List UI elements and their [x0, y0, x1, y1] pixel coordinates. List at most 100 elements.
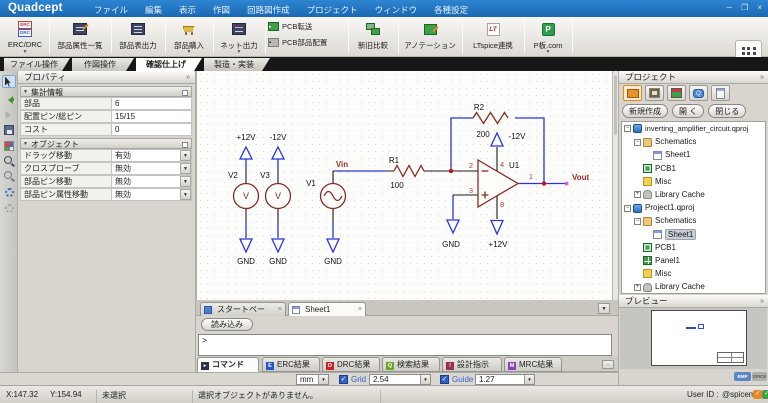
dropdown-caret-icon[interactable]	[167, 49, 211, 55]
tab-draw-operations[interactable]: 作図操作	[72, 58, 134, 71]
tab-mrc-results[interactable]: M MRC結果	[504, 357, 562, 372]
collapse-node-icon[interactable]	[624, 125, 631, 133]
menu-project[interactable]: プロジェクト	[306, 5, 358, 15]
collapse-chevron-icon[interactable]: »	[186, 74, 190, 81]
guide-checkbox[interactable]	[440, 375, 449, 384]
power-down-arrow-icon[interactable]	[489, 219, 505, 236]
dropdown-caret-icon[interactable]	[180, 150, 191, 161]
compare-old-new-button[interactable]: 新旧比較	[350, 18, 396, 56]
schematic-canvas[interactable]: +12V -12V GND GND GND GND +12V -12V V2 V…	[196, 71, 612, 300]
tree-row[interactable]: PCB1	[622, 241, 765, 254]
objects-section-header[interactable]: オブジェクト	[20, 138, 192, 150]
menu-settings[interactable]: 各種設定	[434, 5, 469, 15]
tab-sheet1[interactable]: Sheet1	[288, 302, 366, 316]
menu-window[interactable]: ウィンドウ	[374, 5, 418, 15]
tree-row[interactable]: Sheet1	[622, 148, 765, 161]
collapse-node-icon[interactable]	[624, 204, 631, 212]
redo-icon[interactable]	[2, 108, 16, 121]
tab-start-page[interactable]: スタートページ	[200, 302, 286, 327]
settings-gear-icon[interactable]	[2, 186, 16, 199]
tab-erc-results[interactable]: E ERC結果	[262, 357, 320, 372]
tree-row[interactable]: Library Cache	[622, 188, 765, 201]
undo-icon[interactable]	[2, 93, 16, 106]
expand-node-icon[interactable]	[634, 191, 641, 199]
tab-command[interactable]: ▸ コマンド	[197, 357, 259, 372]
zoom-in-icon[interactable]	[2, 155, 16, 168]
tab-manufacture[interactable]: 製造・実装	[204, 58, 270, 71]
collapse-node-icon[interactable]	[634, 217, 641, 225]
chat-icon[interactable]: Q	[689, 85, 708, 101]
tab-list-dropdown-icon[interactable]	[598, 303, 610, 314]
parts-purchase-button[interactable]: 部品購入	[167, 18, 211, 56]
unit-select[interactable]: mm	[296, 374, 329, 385]
tree-row[interactable]: inverting_amplifier_circuit.qproj	[622, 122, 765, 135]
tab-file-operations[interactable]: ファイル操作	[4, 58, 70, 71]
tab-design-instructions[interactable]: ! 設計指示	[442, 357, 502, 372]
tree-row[interactable]: PCB1	[622, 162, 765, 175]
gnd-arrow-icon[interactable]	[270, 238, 286, 254]
preview-thumbnail[interactable]	[651, 310, 747, 366]
load-button[interactable]: 読み込み	[201, 318, 253, 331]
tree-row[interactable]: Misc	[622, 267, 765, 280]
canvas-vertical-scrollbar[interactable]	[612, 71, 618, 300]
pban-com-button[interactable]: P P板.com	[526, 18, 570, 56]
gnd-arrow-icon[interactable]	[325, 238, 341, 254]
zoom-out-icon[interactable]	[2, 170, 16, 183]
components[interactable]	[232, 111, 520, 210]
net-output-button[interactable]: ネット出力	[215, 18, 263, 56]
annotation-button[interactable]: アノテーション	[400, 18, 460, 56]
layers-view-icon[interactable]	[667, 85, 686, 101]
project-view-icon[interactable]	[623, 85, 642, 101]
tab-search-results[interactable]: Q 検索結果	[382, 357, 440, 372]
parts-attribute-list-button[interactable]: 部品属性一覧	[51, 18, 109, 56]
source-v2[interactable]	[232, 182, 260, 210]
collapse-chevron-icon[interactable]: »	[760, 74, 764, 81]
tab-drc-results[interactable]: D DRC結果	[322, 357, 380, 372]
power-up-arrow-icon[interactable]	[270, 145, 286, 160]
grid-size-select[interactable]: 2.54	[369, 374, 431, 385]
tree-row-selected[interactable]: Sheet1	[622, 228, 765, 241]
tree-row[interactable]: Schematics	[622, 135, 765, 148]
power-up-arrow-icon[interactable]	[489, 131, 505, 147]
open-project-button[interactable]: 開 く	[672, 104, 705, 118]
maximize-icon[interactable]: ❐	[741, 3, 749, 12]
gnd-arrow-icon[interactable]	[445, 219, 461, 235]
save-icon[interactable]	[2, 123, 16, 136]
film-view-icon[interactable]	[645, 85, 664, 101]
power-symbols[interactable]	[238, 131, 505, 254]
close-tab-icon[interactable]	[278, 303, 282, 316]
grid-checkbox[interactable]	[339, 375, 348, 384]
power-up-arrow-icon[interactable]	[238, 145, 254, 160]
tree-row[interactable]: Library Cache	[622, 280, 765, 293]
dropdown-caret-icon[interactable]	[180, 176, 191, 187]
command-console[interactable]: >	[198, 334, 612, 356]
dropdown-caret-icon[interactable]	[180, 189, 191, 200]
close-tab-icon[interactable]	[358, 303, 362, 316]
gnd-arrow-icon[interactable]	[238, 238, 254, 254]
dropdown-caret-icon[interactable]	[180, 163, 191, 174]
dropdown-caret-icon[interactable]	[526, 49, 570, 55]
tree-row[interactable]: Schematics	[622, 214, 765, 227]
dropdown-caret-icon[interactable]	[215, 49, 263, 55]
close-icon[interactable]: ×	[757, 3, 762, 12]
minimize-icon[interactable]: ─	[726, 3, 733, 12]
resistor-r2[interactable]	[472, 111, 509, 125]
close-project-button[interactable]: 閉じる	[708, 104, 747, 118]
menu-view[interactable]: 表示	[179, 5, 197, 15]
menu-schematic-create[interactable]: 回路図作成	[247, 5, 290, 15]
select-cursor-icon[interactable]	[2, 75, 16, 88]
pcb-place-button[interactable]: ▪ PCB部品配置	[268, 38, 328, 47]
source-v3[interactable]	[264, 182, 292, 210]
collapse-chevron-icon[interactable]: »	[760, 298, 764, 305]
tab-check-finish[interactable]: 確認仕上げ	[136, 58, 202, 71]
pcb-transfer-button[interactable]: ▸ PCB転送 ▪ PCB部品配置	[268, 22, 328, 47]
tree-row[interactable]: Panel1	[622, 254, 765, 267]
menu-draw[interactable]: 作図	[213, 5, 231, 15]
more-tabs-icon[interactable]: ‥	[602, 360, 614, 369]
ltspice-link-button[interactable]: LT LTspice連携	[464, 18, 522, 56]
bom-output-button[interactable]: 部品表出力	[113, 18, 163, 56]
tree-row[interactable]: Misc	[622, 175, 765, 188]
resistor-r1[interactable]	[393, 164, 425, 178]
new-project-button[interactable]: 新規作成	[622, 104, 668, 118]
